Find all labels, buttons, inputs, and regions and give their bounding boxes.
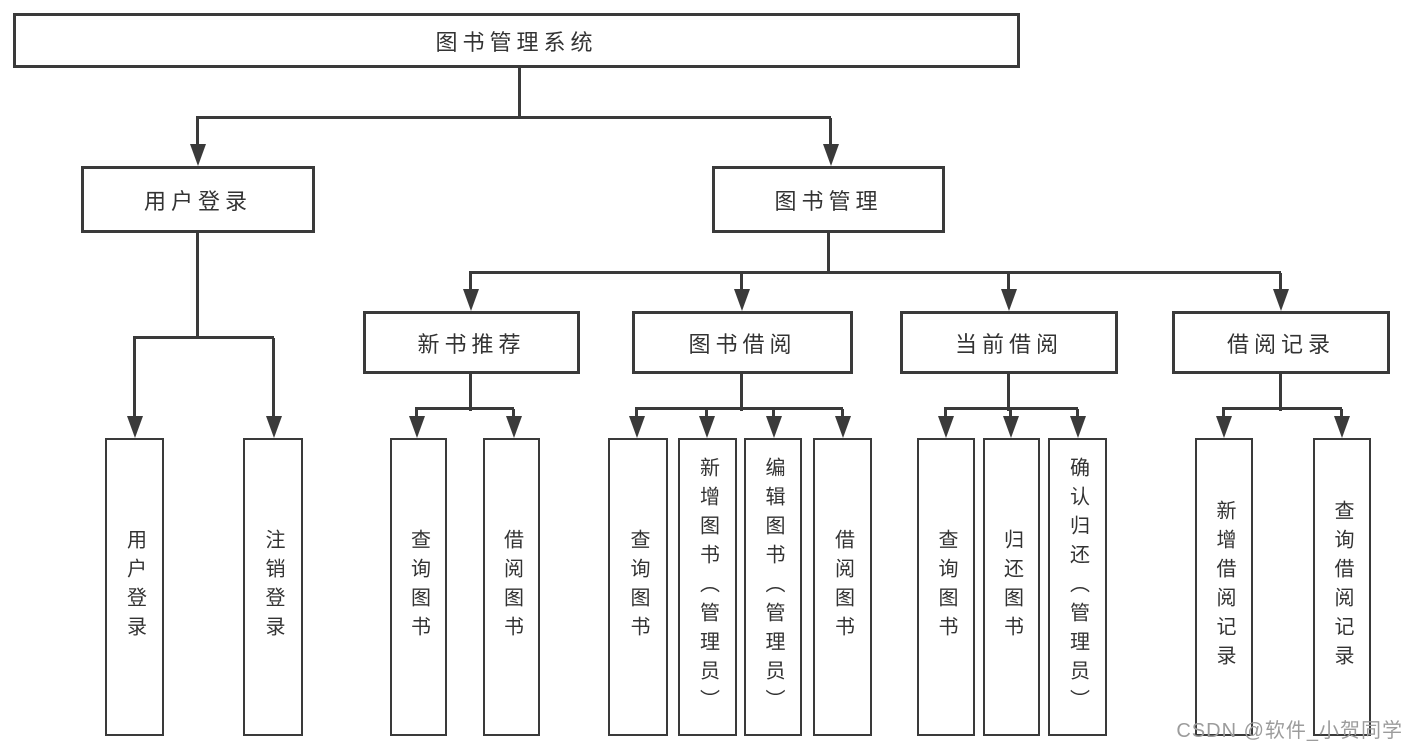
node-book-borrowing: 图书借阅 xyxy=(632,311,853,374)
leaf-logout-label: 注销登录 xyxy=(262,529,284,645)
watermark: CSDN @软件_小贺同学 xyxy=(1176,720,1403,742)
connector-line xyxy=(772,409,775,418)
arrowhead-icon xyxy=(823,144,839,166)
connector-line xyxy=(1222,409,1225,418)
node-borrowing-records: 借阅记录 xyxy=(1172,311,1390,374)
arrowhead-icon xyxy=(1273,289,1289,311)
leaf-borrow-books-label: 借阅图书 xyxy=(831,529,854,645)
connector-line xyxy=(740,273,743,291)
connector-line xyxy=(196,118,199,146)
connector-line xyxy=(740,374,743,411)
leaf-add-borrow-record-label: 新增借阅记录 xyxy=(1213,500,1235,674)
leaf-add-borrow-record: 新增借阅记录 xyxy=(1195,438,1253,736)
connector-line xyxy=(272,338,275,417)
node-current-borrowing: 当前借阅 xyxy=(900,311,1118,374)
arrowhead-icon xyxy=(629,416,645,438)
leaf-query-books-recommend-label: 查询图书 xyxy=(407,529,430,645)
leaf-query-books-current: 查询图书 xyxy=(917,438,975,736)
node-new-book-recommend: 新书推荐 xyxy=(363,311,580,374)
leaf-confirm-return-admin-label: 确认归还（管理员） xyxy=(1066,456,1089,718)
arrowhead-icon xyxy=(1070,416,1086,438)
leaf-user-login-label: 用户登录 xyxy=(123,529,146,645)
connector-line xyxy=(512,409,515,418)
connector-line xyxy=(1007,273,1010,291)
leaf-query-borrow-record: 查询借阅记录 xyxy=(1313,438,1371,736)
arrowhead-icon xyxy=(463,289,479,311)
connector-line xyxy=(1222,407,1342,410)
connector-line xyxy=(415,409,418,418)
leaf-borrow-books-recommend-label: 借阅图书 xyxy=(500,529,523,645)
node-root: 图书管理系统 xyxy=(13,13,1020,68)
connector-line xyxy=(829,118,832,146)
leaf-query-books-recommend: 查询图书 xyxy=(390,438,447,736)
connector-line xyxy=(1279,273,1282,291)
leaf-query-books-current-label: 查询图书 xyxy=(935,529,957,645)
leaf-return-books: 归还图书 xyxy=(983,438,1040,736)
arrowhead-icon xyxy=(190,144,206,166)
leaf-confirm-return-admin: 确认归还（管理员） xyxy=(1048,438,1107,736)
connector-line xyxy=(635,407,843,410)
arrowhead-icon xyxy=(734,289,750,311)
arrowhead-icon xyxy=(835,416,851,438)
node-book-management-label: 图书管理 xyxy=(774,188,883,214)
connector-line xyxy=(133,338,136,417)
connector-line xyxy=(469,374,472,411)
connector-line xyxy=(1340,409,1343,418)
connector-line xyxy=(635,409,638,418)
connector-line xyxy=(1009,409,1012,418)
arrowhead-icon xyxy=(266,416,282,438)
connector-line xyxy=(469,271,1281,274)
node-new-book-recommend-label: 新书推荐 xyxy=(417,331,526,357)
leaf-add-books-admin: 新增图书（管理员） xyxy=(678,438,737,736)
connector-line xyxy=(827,233,830,273)
connector-line xyxy=(841,409,844,418)
node-borrowing-records-label: 借阅记录 xyxy=(1226,331,1335,357)
arrowhead-icon xyxy=(1003,416,1019,438)
leaf-edit-books-admin-label: 编辑图书（管理员） xyxy=(762,456,784,718)
leaf-logout: 注销登录 xyxy=(243,438,303,736)
arrowhead-icon xyxy=(127,416,143,438)
leaf-query-books-borrowing: 查询图书 xyxy=(608,438,668,736)
leaf-borrow-books-recommend: 借阅图书 xyxy=(483,438,540,736)
connector-line xyxy=(1076,409,1079,418)
connector-line xyxy=(133,336,274,339)
connector-line xyxy=(196,233,199,338)
node-root-label: 图书管理系统 xyxy=(435,29,598,55)
leaf-add-books-admin-label: 新增图书（管理员） xyxy=(696,456,719,718)
connector-line xyxy=(1007,374,1010,411)
connector-line xyxy=(469,273,472,291)
arrowhead-icon xyxy=(938,416,954,438)
leaf-edit-books-admin: 编辑图书（管理员） xyxy=(744,438,802,736)
node-book-borrowing-label: 图书借阅 xyxy=(688,331,797,357)
arrowhead-icon xyxy=(506,416,522,438)
connector-line xyxy=(518,68,521,118)
leaf-query-borrow-record-label: 查询借阅记录 xyxy=(1331,500,1353,674)
arrowhead-icon xyxy=(1334,416,1350,438)
arrowhead-icon xyxy=(699,416,715,438)
node-current-borrowing-label: 当前借阅 xyxy=(954,331,1063,357)
leaf-return-books-label: 归还图书 xyxy=(1000,529,1023,645)
node-user-login: 用户登录 xyxy=(81,166,315,233)
connector-line xyxy=(415,407,514,410)
connector-line xyxy=(944,409,947,418)
connector-line xyxy=(944,407,1078,410)
node-book-management: 图书管理 xyxy=(712,166,945,233)
node-user-login-label: 用户登录 xyxy=(143,188,252,214)
leaf-user-login: 用户登录 xyxy=(105,438,164,736)
arrowhead-icon xyxy=(409,416,425,438)
connector-line xyxy=(196,116,831,119)
leaf-query-books-borrowing-label: 查询图书 xyxy=(627,529,649,645)
arrowhead-icon xyxy=(1001,289,1017,311)
leaf-borrow-books: 借阅图书 xyxy=(813,438,872,736)
connector-line xyxy=(1279,374,1282,411)
arrowhead-icon xyxy=(766,416,782,438)
arrowhead-icon xyxy=(1216,416,1232,438)
connector-line xyxy=(705,409,708,418)
